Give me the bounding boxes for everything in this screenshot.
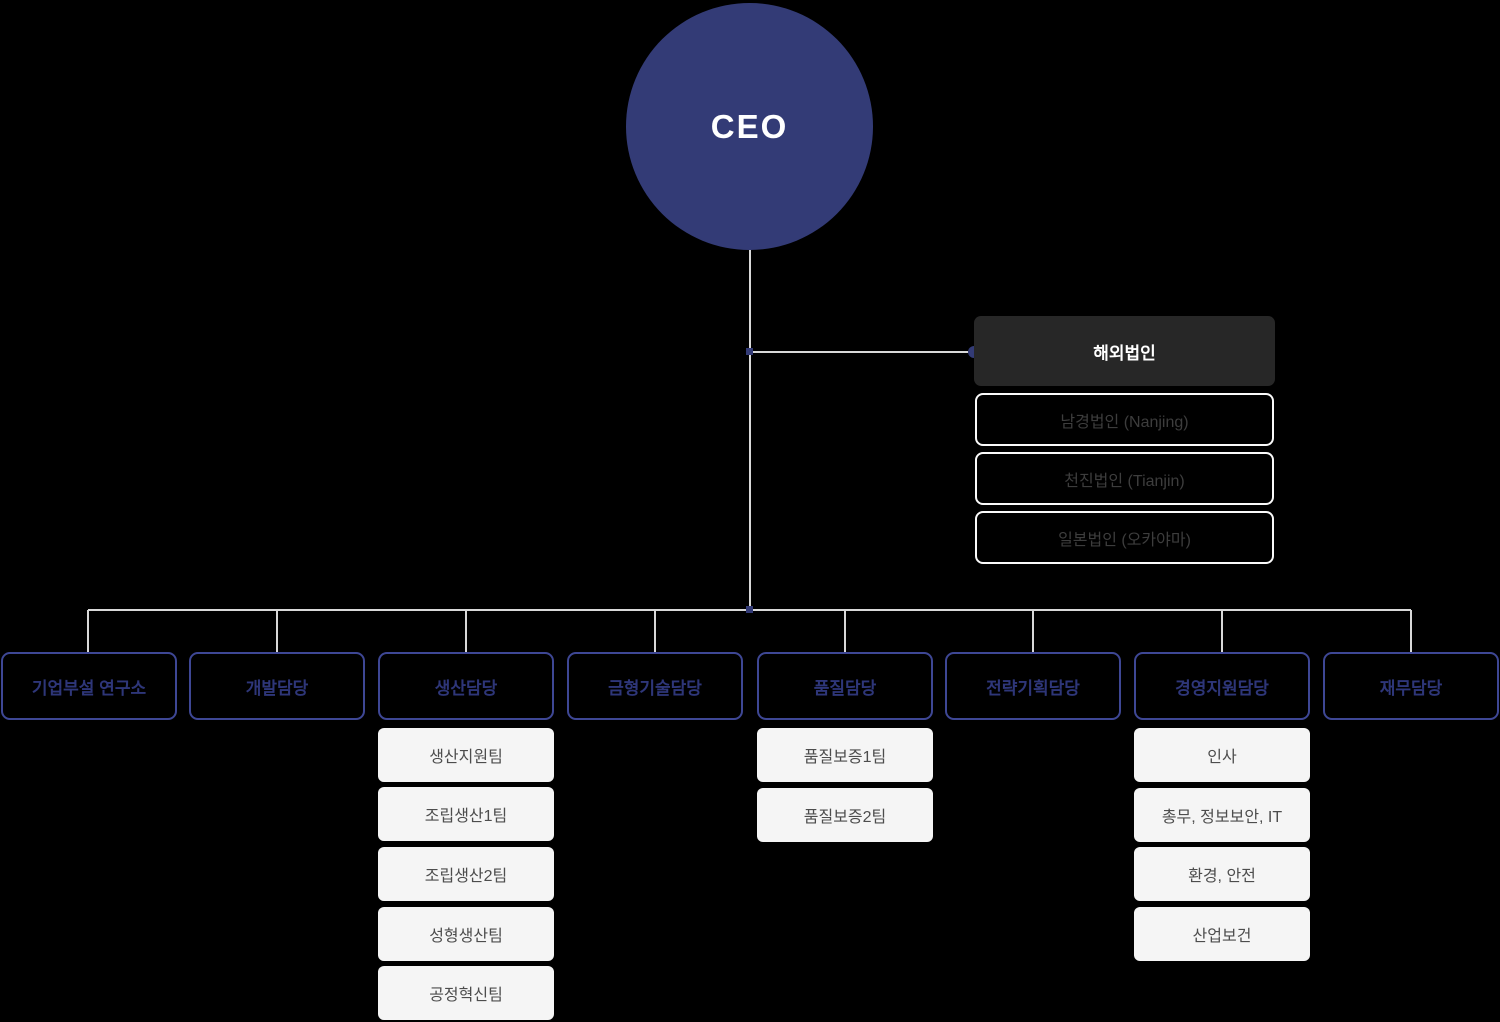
ceo-node: CEO — [626, 3, 873, 250]
connector-drop-mold-tech — [654, 610, 656, 653]
connector-drop-research — [87, 610, 89, 653]
dept-development: 개발담당 — [189, 652, 365, 720]
team-molding-production: 성형생산팀 — [378, 907, 554, 961]
team-process-innovation: 공정혁신팀 — [378, 966, 554, 1020]
connector-ceo-vertical — [749, 250, 751, 610]
overseas-box-nanjing: 남경법인 (Nanjing) — [975, 393, 1274, 446]
dept-mold-tech: 금형기술담당 — [567, 652, 743, 720]
dept-finance: 재무담당 — [1323, 652, 1499, 720]
connector-drop-mgmt-support — [1221, 610, 1223, 653]
team-hr: 인사 — [1134, 728, 1310, 782]
dept-quality: 품질담당 — [757, 652, 933, 720]
overseas-header-box: 해외법인 — [974, 316, 1275, 386]
junction-dot-main-rail — [746, 606, 753, 613]
ceo-label: CEO — [710, 107, 789, 145]
team-environment-safety: 환경, 안전 — [1134, 847, 1310, 901]
overseas-box-japan: 일본법인 (오카야마) — [975, 511, 1274, 564]
dept-research-institute: 기업부설 연구소 — [1, 652, 177, 720]
team-assembly-2: 조립생산2팀 — [378, 847, 554, 901]
connector-drop-production — [465, 610, 467, 653]
dept-mgmt-support: 경영지원담당 — [1134, 652, 1310, 720]
connector-drop-quality — [844, 610, 846, 653]
connector-overseas-horizontal — [750, 351, 974, 353]
connector-drop-development — [276, 610, 278, 653]
connector-drop-strategy — [1032, 610, 1034, 653]
team-quality-assurance-1: 품질보증1팀 — [757, 728, 933, 782]
dept-production: 생산담당 — [378, 652, 554, 720]
team-production-support: 생산지원팀 — [378, 728, 554, 782]
team-general-affairs-it: 총무, 정보보안, IT — [1134, 788, 1310, 842]
dept-strategy-planning: 전략기획담당 — [945, 652, 1121, 720]
connector-drop-finance — [1410, 610, 1412, 653]
team-assembly-1: 조립생산1팀 — [378, 787, 554, 841]
junction-dot-overseas — [746, 348, 753, 355]
overseas-header-label: 해외법인 — [1093, 343, 1156, 363]
team-quality-assurance-2: 품질보증2팀 — [757, 788, 933, 842]
overseas-box-tianjin: 천진법인 (Tianjin) — [975, 452, 1274, 505]
team-industrial-health: 산업보건 — [1134, 907, 1310, 961]
